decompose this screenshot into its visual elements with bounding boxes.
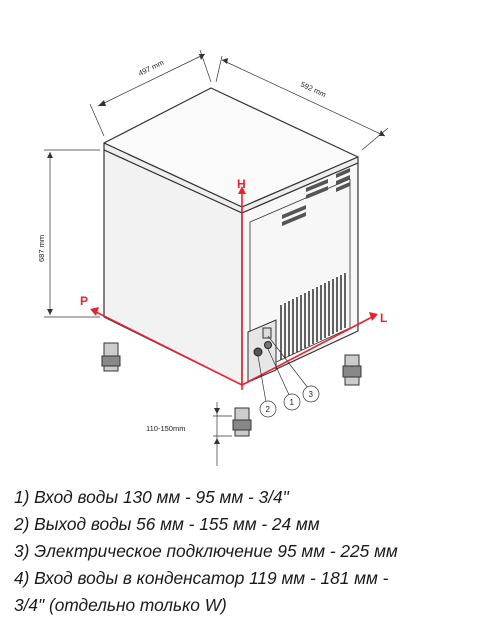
axis-p-line (93, 310, 243, 386)
cabinet (103, 87, 359, 386)
top-vents (282, 168, 350, 226)
callout-1-label: 1 (290, 398, 295, 407)
ice-machine-diagram: H P L 497 mm 592 mm 687 mm 110-150mm (37, 49, 389, 466)
callout-3-label: 3 (309, 390, 314, 399)
connections-legend: 1) Вход воды 130 мм - 95 мм - 3/4" 2) Вы… (14, 484, 498, 619)
axis-l-label: L (380, 311, 387, 325)
axis-l-line (241, 315, 375, 386)
dimension-lines (44, 49, 389, 466)
callout-3 (302, 385, 320, 403)
foot-front (232, 407, 252, 437)
height-dimension-label: 687 mm (37, 235, 46, 262)
callout-1 (283, 393, 301, 411)
dimension-arrowheads (47, 54, 385, 444)
axis-h-label: H (237, 177, 246, 191)
water-outlet-connector (264, 341, 272, 349)
depth-dimension-label: 592 mm (299, 80, 327, 100)
legend-item-2: 2) Выход воды 56 мм - 155 мм - 24 мм (14, 514, 320, 534)
connection-plate (247, 319, 277, 383)
legend-item-1: 1) Вход воды 130 мм - 95 мм - 3/4" (14, 487, 289, 507)
foot-rear-left (101, 342, 121, 372)
feet-dimension-label: 110-150mm (146, 424, 185, 433)
condenser-grille (280, 273, 346, 360)
callout-2-label: 2 (266, 405, 271, 414)
water-inlet-connector (253, 347, 263, 357)
axis-l-arrow (369, 312, 378, 321)
axis-p-label: P (80, 294, 88, 308)
legend-item-3: 3) Электрическое подключение 95 мм - 225… (14, 541, 398, 561)
width-dimension-label: 497 mm (137, 58, 165, 78)
power-connector (262, 327, 272, 339)
legend-item-4: 4) Вход воды в конденсатор 119 мм - 181 … (14, 568, 389, 588)
callout-2 (259, 400, 277, 418)
feet (101, 342, 362, 437)
axis-h-arrow (238, 186, 246, 194)
callouts (257, 335, 320, 418)
axis-p-arrow (90, 307, 99, 316)
legend-item-4-continued: 3/4" (отдельно только W) (14, 595, 227, 615)
reference-axes (90, 186, 378, 390)
foot-right (342, 354, 362, 386)
